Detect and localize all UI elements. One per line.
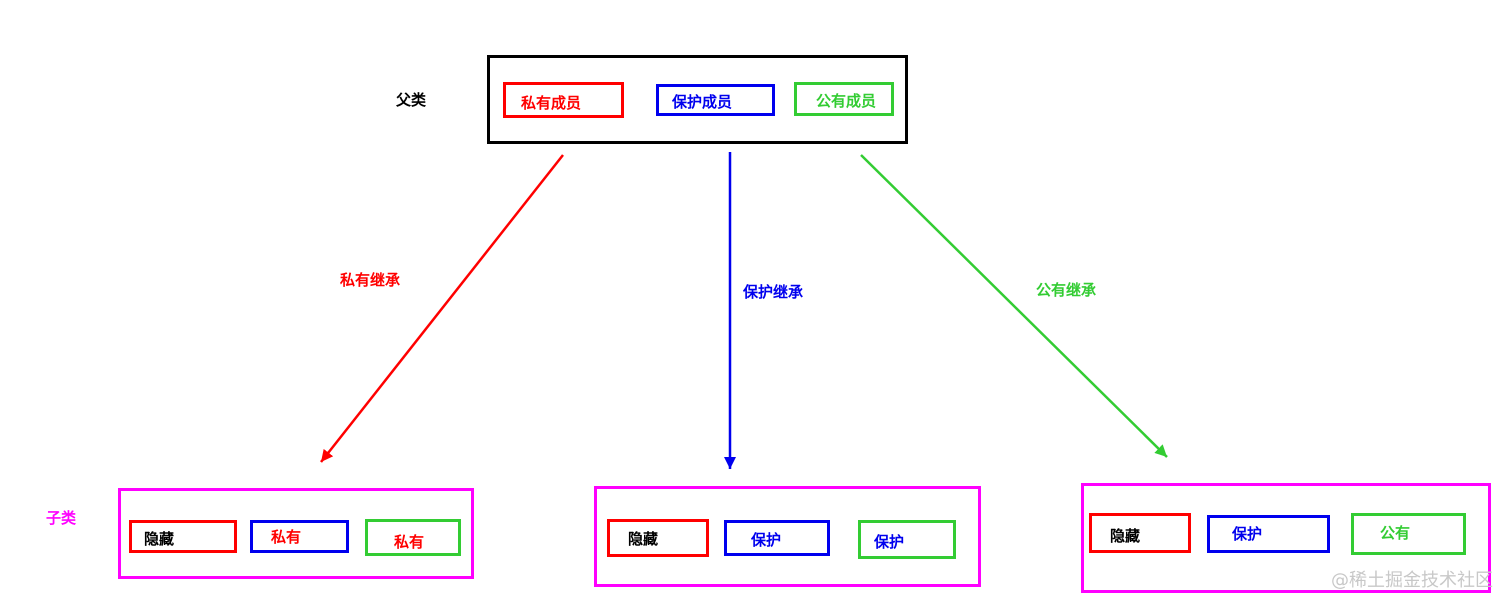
parent-class-box xyxy=(487,55,908,144)
child-class-box-public-inheritance xyxy=(1081,483,1491,593)
private-inheritance-label: 私有继承 xyxy=(340,271,401,289)
parent-protected-member: 保护成员 xyxy=(656,84,775,116)
parent-public-member-label: 公有成员 xyxy=(816,92,877,110)
child-public-from-protected-member: 保护 xyxy=(1207,515,1330,553)
child-protected-from-public-member: 保护 xyxy=(858,520,956,559)
child-public-hidden-label: 隐藏 xyxy=(1110,527,1141,545)
child-protected-from-protected-label: 保护 xyxy=(751,531,782,549)
child-protected-from-protected-member: 保护 xyxy=(724,520,830,556)
child-class-box-protected-inheritance xyxy=(594,486,981,587)
child-public-from-public-member: 公有 xyxy=(1351,513,1466,555)
child-public-from-protected-label: 保护 xyxy=(1232,525,1263,543)
child-private-hidden-label: 隐藏 xyxy=(144,530,175,548)
child-protected-from-public-label: 保护 xyxy=(874,533,905,551)
parent-private-member: 私有成员 xyxy=(503,82,624,118)
child-class-box-private-inheritance xyxy=(118,488,474,579)
child-protected-hidden-label: 隐藏 xyxy=(628,530,659,548)
private-inheritance-arrow xyxy=(320,154,564,463)
protected-inheritance-label: 保护继承 xyxy=(743,283,804,301)
child-protected-hidden-member: 隐藏 xyxy=(607,519,709,557)
watermark-text: @稀土掘金技术社区 xyxy=(1331,570,1493,591)
child-public-from-public-label: 公有 xyxy=(1380,524,1411,542)
public-inheritance-arrow xyxy=(860,154,1168,458)
parent-private-member-label: 私有成员 xyxy=(521,94,582,112)
child-private-hidden-member: 隐藏 xyxy=(129,520,237,553)
child-private-from-public-member: 私有 xyxy=(365,519,461,556)
child-public-hidden-member: 隐藏 xyxy=(1089,513,1191,553)
public-inheritance-label: 公有继承 xyxy=(1036,281,1097,299)
parent-class-label: 父类 xyxy=(396,91,427,109)
child-private-from-protected-member: 私有 xyxy=(250,520,349,553)
child-class-label: 子类 xyxy=(46,509,77,527)
child-private-from-protected-label: 私有 xyxy=(271,528,302,546)
parent-protected-member-label: 保护成员 xyxy=(672,93,733,111)
parent-public-member: 公有成员 xyxy=(794,82,894,116)
child-private-from-public-label: 私有 xyxy=(394,533,425,551)
